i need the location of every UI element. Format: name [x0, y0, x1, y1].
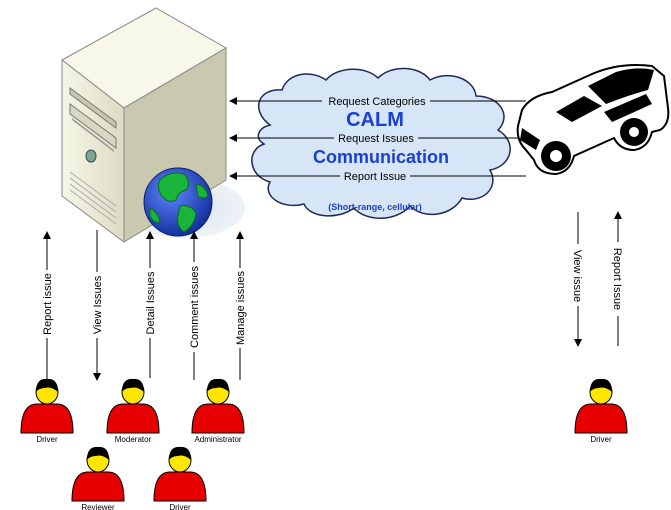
person-icon: Administrator — [191, 378, 245, 444]
person-body — [574, 403, 628, 434]
car-arrows: Request Categories Request Issues Report… — [229, 94, 526, 183]
arrow-label: Request Categories — [328, 96, 426, 108]
person-hair — [169, 446, 191, 460]
drive-bay-2 — [69, 103, 117, 149]
arrow-label: Report Issue — [344, 171, 406, 183]
person-icon: Moderator — [106, 378, 160, 444]
cloud-subtitle: Communication — [313, 147, 449, 167]
person-body — [153, 471, 207, 502]
vent-line — [69, 177, 117, 213]
person-body — [191, 403, 245, 434]
link-label: Comment issues — [189, 266, 201, 348]
person-role-label: Driver — [590, 435, 612, 444]
person-role-label: Moderator — [115, 435, 152, 444]
power-button — [85, 149, 97, 163]
person-icon: Reviewer — [71, 446, 125, 510]
person-body — [106, 403, 160, 434]
vent-line — [69, 189, 117, 225]
vent-line — [69, 183, 117, 219]
link-label: Report Issue — [611, 248, 623, 310]
person-role-label: Reviewer — [81, 503, 115, 510]
person-icon: Driver — [153, 446, 207, 510]
link-label: View issue — [571, 250, 583, 302]
globe-icon — [143, 167, 213, 237]
drive-bay-3 — [72, 118, 114, 152]
vent-line — [69, 171, 117, 207]
person-icon: Driver — [574, 378, 628, 444]
server-computer — [61, 7, 245, 243]
person-hair — [36, 378, 58, 392]
car-icon — [516, 64, 670, 176]
link-label: Detail Issues — [145, 271, 157, 334]
person-hair — [590, 378, 612, 392]
link-label: Manage issues — [235, 271, 247, 345]
cloud-title: CALM — [346, 109, 404, 131]
person-hair — [122, 378, 144, 392]
person-role-label: Administrator — [194, 435, 241, 444]
person-role-label: Driver — [36, 435, 58, 444]
person-hair — [207, 378, 229, 392]
server-links: Report issue View Issues Detail Issues C… — [40, 230, 247, 381]
person-body — [71, 471, 125, 502]
link-label: View Issues — [92, 275, 104, 334]
cloud-note: (Short-range, cellular) — [328, 202, 422, 212]
car-links: View issue Report Issue — [571, 211, 625, 347]
person-role-label: Driver — [169, 503, 191, 510]
drive-bay-1 — [69, 87, 117, 129]
person-body — [20, 403, 74, 434]
person-hair — [87, 446, 109, 460]
link-label: Report issue — [42, 273, 54, 335]
arrow-label: Request Issues — [338, 133, 414, 145]
person-icon: Driver — [20, 378, 74, 444]
